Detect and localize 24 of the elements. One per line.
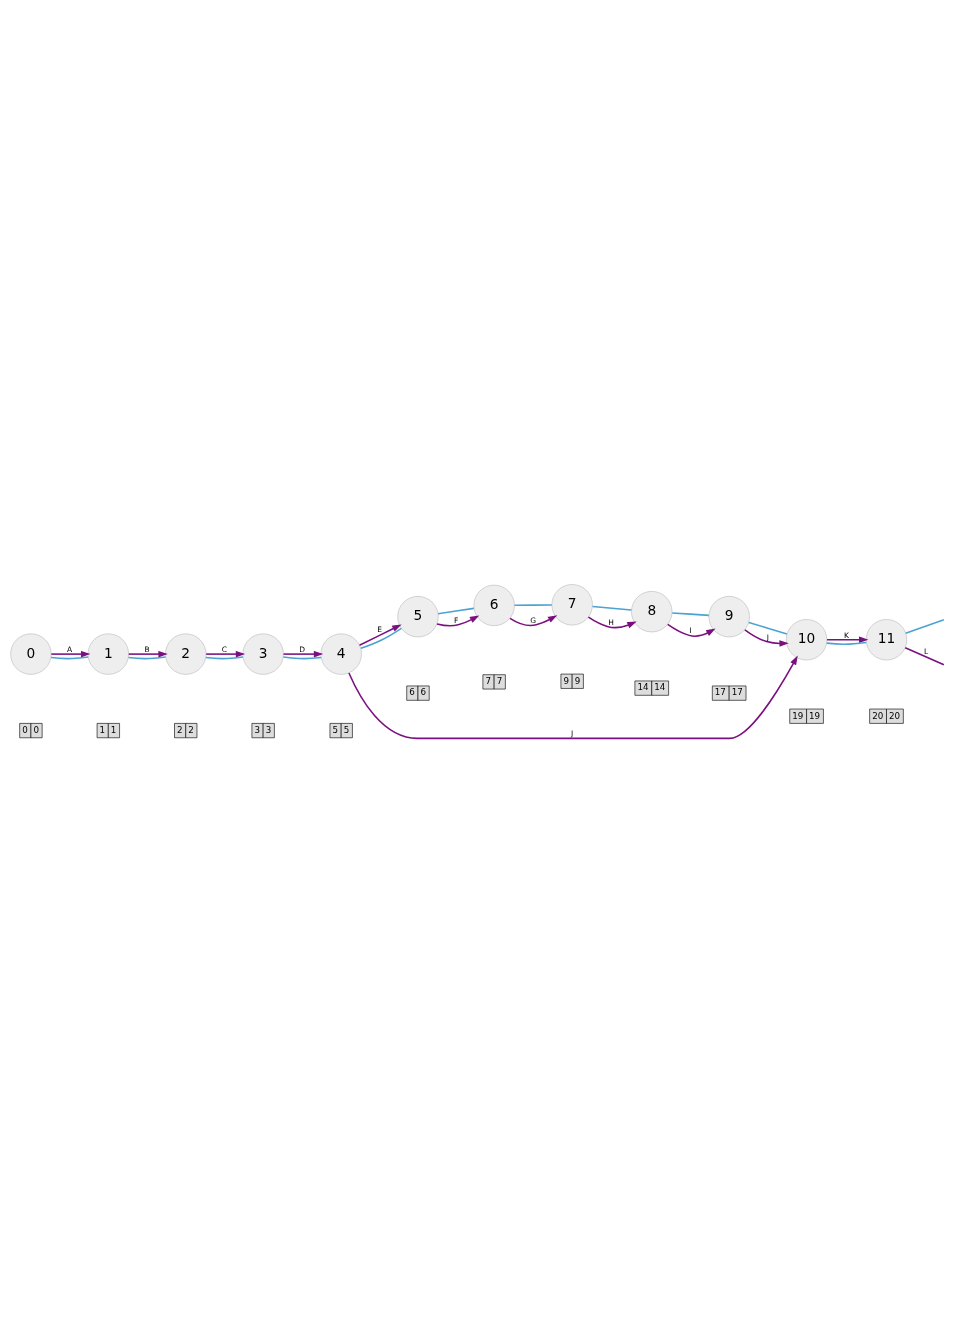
node-label: 2 (177, 724, 183, 735)
node-label: 17 (714, 687, 726, 698)
node-label: 5 (343, 724, 350, 735)
node-label: 3 (254, 724, 260, 735)
node-label: 7 (485, 676, 491, 687)
node-label: 19 (809, 710, 821, 721)
node-label: 7 (496, 676, 503, 687)
node-label: 6 (420, 687, 427, 698)
node-label: 6 (409, 687, 415, 698)
node-label: 9 (574, 675, 581, 686)
node-label: 1 (99, 724, 106, 735)
node-label: 19 (792, 710, 804, 721)
node-label: 2 (188, 724, 194, 735)
node-label: 5 (332, 724, 339, 735)
node-label: 20 (888, 710, 901, 721)
node-label: 14 (637, 682, 649, 693)
node-label: 0 (33, 724, 39, 735)
node-label: 9 (563, 675, 569, 686)
node-label: 17 (731, 687, 743, 698)
node-label: 14 (654, 682, 666, 693)
node-label: 20 (872, 710, 884, 721)
node-label: 1 (110, 724, 117, 735)
node-label: 0 (22, 724, 28, 735)
node-label: 3 (265, 724, 272, 735)
